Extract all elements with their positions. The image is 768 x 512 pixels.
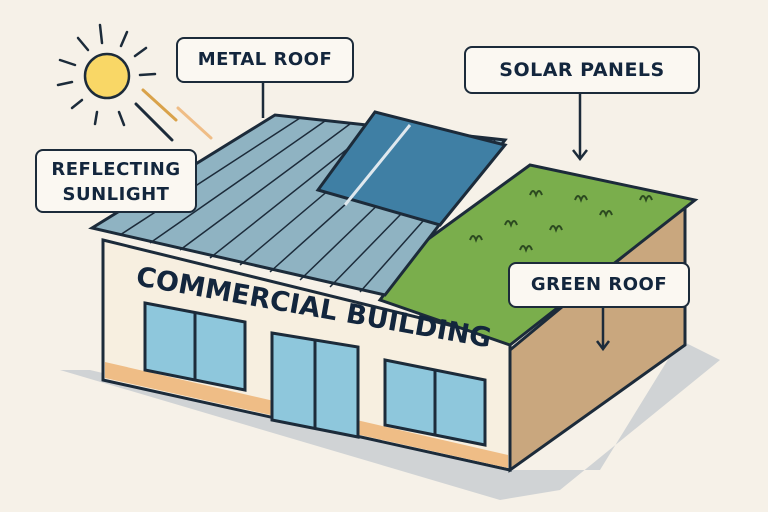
metal-roof-label-text: METAL ROOF — [197, 49, 333, 70]
metal-roof-label: METAL ROOF — [176, 37, 354, 83]
green-roof-label-text: GREEN ROOF — [530, 274, 668, 295]
solar-panels-label: SOLAR PANELS — [464, 46, 700, 94]
solar-panels-arrow — [572, 92, 588, 162]
grass-tufts — [469, 190, 653, 253]
reflected-ray — [141, 88, 178, 122]
reflecting-label-line2: SUNLIGHT — [62, 184, 170, 205]
reflected-ray — [176, 106, 213, 140]
entrance-door — [270, 331, 360, 439]
window-left — [143, 301, 247, 392]
reflecting-label-line1: REFLECTING — [51, 159, 181, 180]
green-roof-arrow — [596, 303, 610, 352]
solar-panels — [315, 110, 508, 227]
green-roof-label: GREEN ROOF — [508, 262, 690, 308]
reflected-ray — [134, 102, 174, 142]
sun-icon — [56, 23, 213, 142]
reflecting-sunlight-label: REFLECTING SUNLIGHT — [35, 149, 197, 213]
solar-panels-label-text: SOLAR PANELS — [499, 59, 665, 81]
window-right — [383, 358, 487, 447]
